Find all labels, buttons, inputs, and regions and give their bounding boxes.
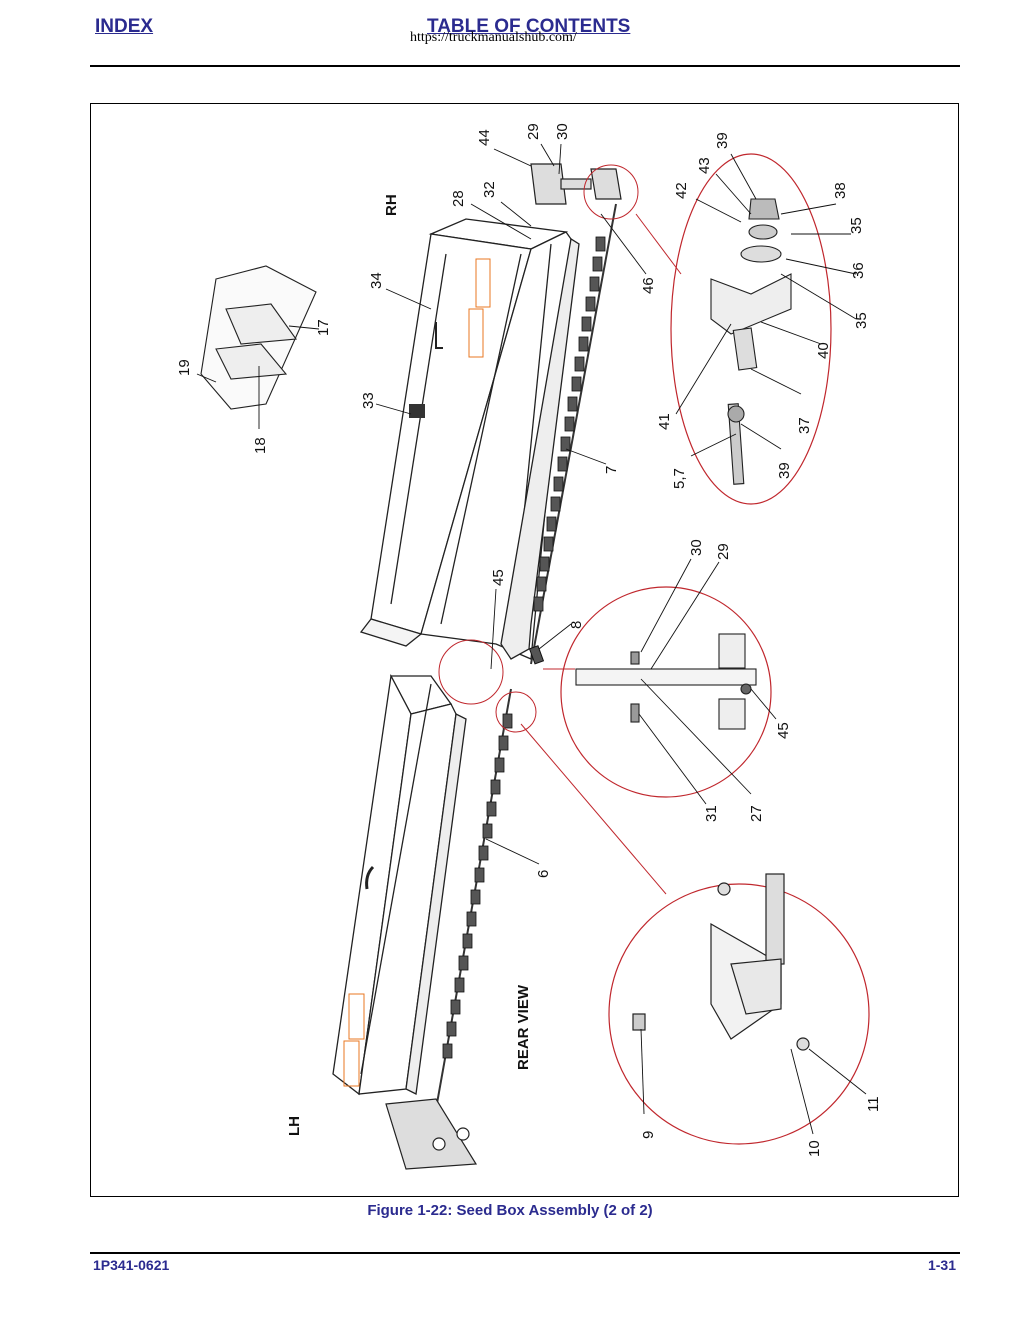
coupler-detail-circle <box>560 586 772 798</box>
callout: 35 <box>853 312 870 329</box>
bearing-detail-ellipse <box>670 153 832 505</box>
lh-decal-lower <box>343 1040 360 1087</box>
lh-label: LH <box>286 1116 303 1136</box>
figure-frame: 44 29 30 32 28 34 46 42 43 39 38 35 36 3… <box>90 103 959 1197</box>
callout: 6 <box>535 870 552 878</box>
rh-meter-row <box>533 236 606 612</box>
mount-assembly <box>632 873 810 1051</box>
part-number: 1P341-0621 <box>93 1257 170 1273</box>
rh-lid-latch <box>435 322 443 349</box>
rear-view-label: REAR VIEW <box>515 984 532 1070</box>
rh-label: RH <box>383 194 400 216</box>
rh-sight-window <box>409 404 425 418</box>
callout: 33 <box>360 392 377 409</box>
footer-rule <box>90 1252 960 1254</box>
header-rule <box>90 65 960 67</box>
callout: 29 <box>525 123 542 140</box>
callout: 37 <box>796 417 813 434</box>
drive-detail-marker <box>495 691 537 733</box>
callout: 10 <box>806 1140 823 1157</box>
coupler-assembly <box>575 633 757 730</box>
callout: 9 <box>640 1131 657 1139</box>
rh-detail-marker <box>583 164 639 220</box>
callout: 11 <box>865 1096 882 1112</box>
callout: 8 <box>568 621 585 629</box>
callout-labels: 44 29 30 32 28 34 46 42 43 39 38 35 36 3… <box>176 123 882 1157</box>
callout: 39 <box>776 462 793 479</box>
callout: 27 <box>748 805 765 822</box>
lh-decal-upper <box>348 993 365 1040</box>
callout-leaders <box>196 143 867 1135</box>
callout: 31 <box>703 805 720 822</box>
center-detail-marker <box>438 639 504 705</box>
url-watermark: https://truckmanualshub.com/ <box>410 30 577 45</box>
mount-leader <box>520 723 667 895</box>
page-number: 1-31 <box>927 1257 956 1273</box>
lh-meter-row <box>442 713 513 1059</box>
rh-decal-lower <box>468 308 484 358</box>
mount-detail-circle <box>608 883 870 1145</box>
bearing-assembly <box>710 198 792 485</box>
callout: 30 <box>688 539 705 556</box>
callout: 45 <box>775 722 792 739</box>
lh-lid-handle <box>365 865 375 890</box>
end-panel <box>200 265 317 410</box>
callout: 45 <box>490 569 507 586</box>
seed-box-diagram: 44 29 30 32 28 34 46 42 43 39 38 35 36 3… <box>176 123 882 1170</box>
rh-seed-box <box>359 218 580 660</box>
callout: 29 <box>715 543 732 560</box>
callout: 43 <box>696 157 713 174</box>
index-link[interactable]: INDEX <box>95 16 154 37</box>
lh-seed-box <box>332 673 467 1096</box>
lh-end-bracket <box>385 1098 478 1170</box>
callout: 5,7 <box>671 468 688 489</box>
table-of-contents-link[interactable]: TABLE OF CONTENTS <box>427 16 631 37</box>
callout: 39 <box>714 132 731 149</box>
callout: 38 <box>832 182 849 199</box>
bearing-leader <box>635 213 682 275</box>
callout: 35 <box>848 217 865 234</box>
callout: 32 <box>481 181 498 198</box>
callout: 41 <box>656 413 673 430</box>
rh-drive-bracket <box>530 163 622 205</box>
callout: 40 <box>815 342 832 359</box>
callout: 46 <box>640 277 657 294</box>
callout: 18 <box>252 437 269 454</box>
figure-caption: Figure 1-22: Seed Box Assembly (2 of 2) <box>367 1202 653 1219</box>
coupler-part <box>528 645 545 665</box>
callout: 7 <box>603 466 620 474</box>
callout: 19 <box>176 359 193 376</box>
callout: 44 <box>476 129 493 146</box>
callout: 30 <box>554 123 571 140</box>
callout: 34 <box>368 272 385 289</box>
callout: 36 <box>850 262 867 279</box>
callout: 42 <box>673 182 690 199</box>
callout: 28 <box>450 190 467 207</box>
callout: 17 <box>315 319 332 336</box>
rh-decal-upper <box>475 258 491 308</box>
